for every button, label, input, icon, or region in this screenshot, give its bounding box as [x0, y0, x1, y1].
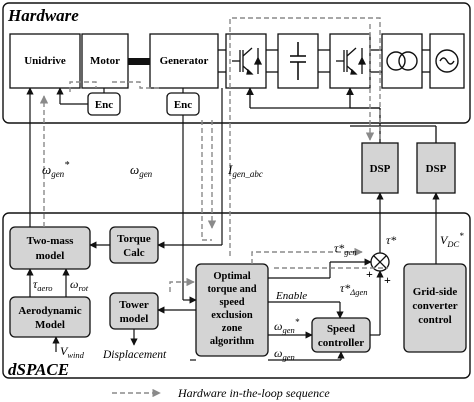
- optimal-line3: speed: [219, 297, 244, 308]
- aero-line2: Model: [35, 319, 65, 331]
- omega-gen-star-2-label: ωgen*: [274, 317, 300, 335]
- hil-sequence-path: [39, 17, 388, 292]
- grid-source-icon: [435, 49, 459, 73]
- unidrive-label: Unidrive: [24, 55, 66, 67]
- plus-sign-left: +: [366, 267, 373, 281]
- omega-gen-2-label: ωgen: [274, 346, 295, 362]
- hardware-title: Hardware: [7, 6, 79, 25]
- enable-label: Enable: [275, 290, 307, 302]
- two-mass-line1: Two-mass: [27, 235, 75, 247]
- dspace-title: dSPACE: [8, 360, 69, 379]
- grid-side-line2: converter: [412, 300, 457, 312]
- encoder-generator-label: Enc: [174, 99, 192, 111]
- tower-line1: Tower: [119, 299, 149, 311]
- i-gen-abc-label: Igen_abc: [227, 162, 263, 179]
- optimal-line1: Optimal: [213, 271, 250, 282]
- v-dc-star-label: VDC*: [440, 231, 464, 249]
- two-mass-line2: model: [36, 250, 65, 262]
- tau-delta-gen-star-label: τ*Δgen: [340, 281, 368, 297]
- displacement-label: Displacement: [102, 349, 167, 361]
- optimal-line4: exclusion: [211, 310, 253, 321]
- two-mass-model-block: [9, 226, 91, 270]
- aero-line1: Aerodynamic: [18, 305, 81, 317]
- aerodynamic-model-block: [9, 296, 91, 338]
- omega-gen-star-label: ωgen*: [42, 160, 69, 179]
- optimal-line6: algorithm: [210, 336, 255, 347]
- unidrive-block: [9, 33, 81, 89]
- grid-side-line3: control: [418, 314, 451, 326]
- motor-label: Motor: [90, 55, 120, 67]
- v-wind-label: Vwind: [60, 344, 85, 360]
- tower-line2: model: [120, 313, 149, 325]
- omega-rot-label: ωrot: [70, 277, 89, 293]
- plus-sign-bottom: +: [384, 273, 391, 287]
- torque-calc-line2: Calc: [123, 247, 145, 259]
- transformer-icon: [386, 51, 418, 71]
- igbt-icon-right: [336, 47, 367, 75]
- dsp-right-label: DSP: [426, 163, 447, 175]
- generator-label: Generator: [160, 55, 209, 67]
- grid-side-line1: Grid-side: [413, 286, 458, 298]
- motor-block: [81, 33, 129, 89]
- omega-gen-label: ωgen: [130, 162, 153, 179]
- torque-calc-line1: Torque: [117, 233, 151, 245]
- igbt-icon-left: [232, 47, 263, 75]
- transformer-block: [381, 33, 423, 89]
- speed-ctrl-line1: Speed: [327, 323, 355, 335]
- tau-gen-star-label: τ*gen: [334, 241, 357, 257]
- capacitor-icon: [290, 42, 306, 80]
- speed-ctrl-line2: controller: [318, 337, 364, 349]
- grid-side-control-block: [403, 263, 467, 353]
- tau-star-label: τ*: [386, 233, 396, 247]
- encoder-motor-label: Enc: [95, 99, 113, 111]
- optimal-line5: zone: [222, 323, 243, 334]
- legend-label: Hardware in-the-loop sequence: [177, 386, 330, 400]
- optimal-line2: torque and: [207, 284, 256, 295]
- dspace-section: [2, 212, 471, 379]
- generator-block: [149, 33, 219, 89]
- shaft: [128, 58, 150, 65]
- hardware-section: [2, 2, 471, 124]
- tau-aero-label: τaero: [33, 277, 53, 293]
- dsp-left-label: DSP: [370, 163, 391, 175]
